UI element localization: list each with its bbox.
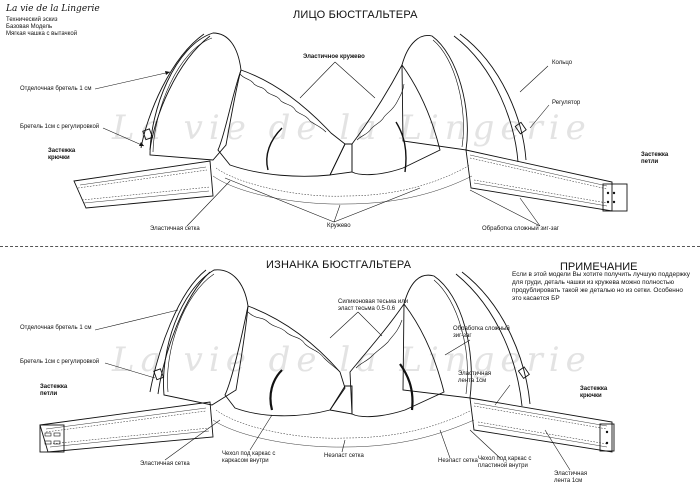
back-label-nonstretch-mesh-right: Неэласт сетка	[438, 458, 478, 464]
brand-logo: La vie de la Lingerie	[6, 4, 100, 14]
front-label-lace-elastic: Эластичное кружево	[303, 54, 365, 60]
note-text: Если в этой модели Вы хотите получить лу…	[512, 271, 690, 302]
front-label-loops: Застежка петли	[641, 152, 669, 165]
back-label-silicone: Силиконовая тесьма или эласт тесьма 0.5-…	[338, 299, 409, 312]
front-label-strap-adjustable: Бретель 1см с регулировкой	[20, 124, 100, 130]
back-label-strap-adjustable: Бретель 1см с регулировкой	[20, 359, 100, 365]
front-label-hooks: Застежка крючки	[48, 148, 76, 161]
back-label-mesh: Эластичная сетка	[140, 461, 190, 467]
back-label-casing-right: Чехол под каркас с пластиной внутри	[478, 456, 532, 469]
front-title: ЛИЦО БЮСТГАЛЬТЕРА	[293, 9, 418, 21]
back-label-tape-bottom: Эластичная лента 1см	[554, 471, 588, 484]
back-label-tape-top: Эластичная лента 1см	[458, 371, 492, 384]
back-label-nonstretch-mesh: Неэласт сетка	[324, 453, 364, 459]
meta-line-1: Технический эскиз	[6, 17, 58, 23]
front-label-strap-finish: Отделочная бретель 1 см	[20, 86, 92, 92]
meta-line-3: Мягкая чашка с вытачкой	[6, 31, 78, 37]
note-title: ПРИМЕЧАНИЕ	[560, 261, 638, 273]
back-label-loops: Застежка петли	[40, 384, 68, 397]
front-bra-diagram	[73, 32, 628, 227]
back-title: ИЗНАНКА БЮСТГАЛЬТЕРА	[266, 259, 412, 271]
watermark-top: La vie de la Lingerie	[112, 108, 592, 148]
front-label-lace: Кружево	[327, 223, 351, 229]
front-label-zigzag: Обработка сложный зиг-заг	[482, 226, 559, 232]
section-divider	[0, 246, 700, 247]
watermark-bottom: La vie de la Lingerie	[112, 340, 592, 380]
back-label-strap-finish: Отделочная бретель 1 см	[20, 325, 92, 331]
front-label-ring: Кольцо	[552, 60, 573, 66]
back-label-zigzag: Обработка сложный зиг-заг	[453, 326, 510, 339]
front-label-regulator: Регулятор	[552, 100, 581, 106]
back-label-casing-left: Чехол под каркас с каркасом внутри	[222, 451, 276, 464]
back-label-hooks: Застежка крючки	[580, 386, 608, 399]
front-label-mesh: Эластичная сетка	[150, 226, 200, 232]
meta-line-2: Базовая Модель	[6, 24, 53, 30]
